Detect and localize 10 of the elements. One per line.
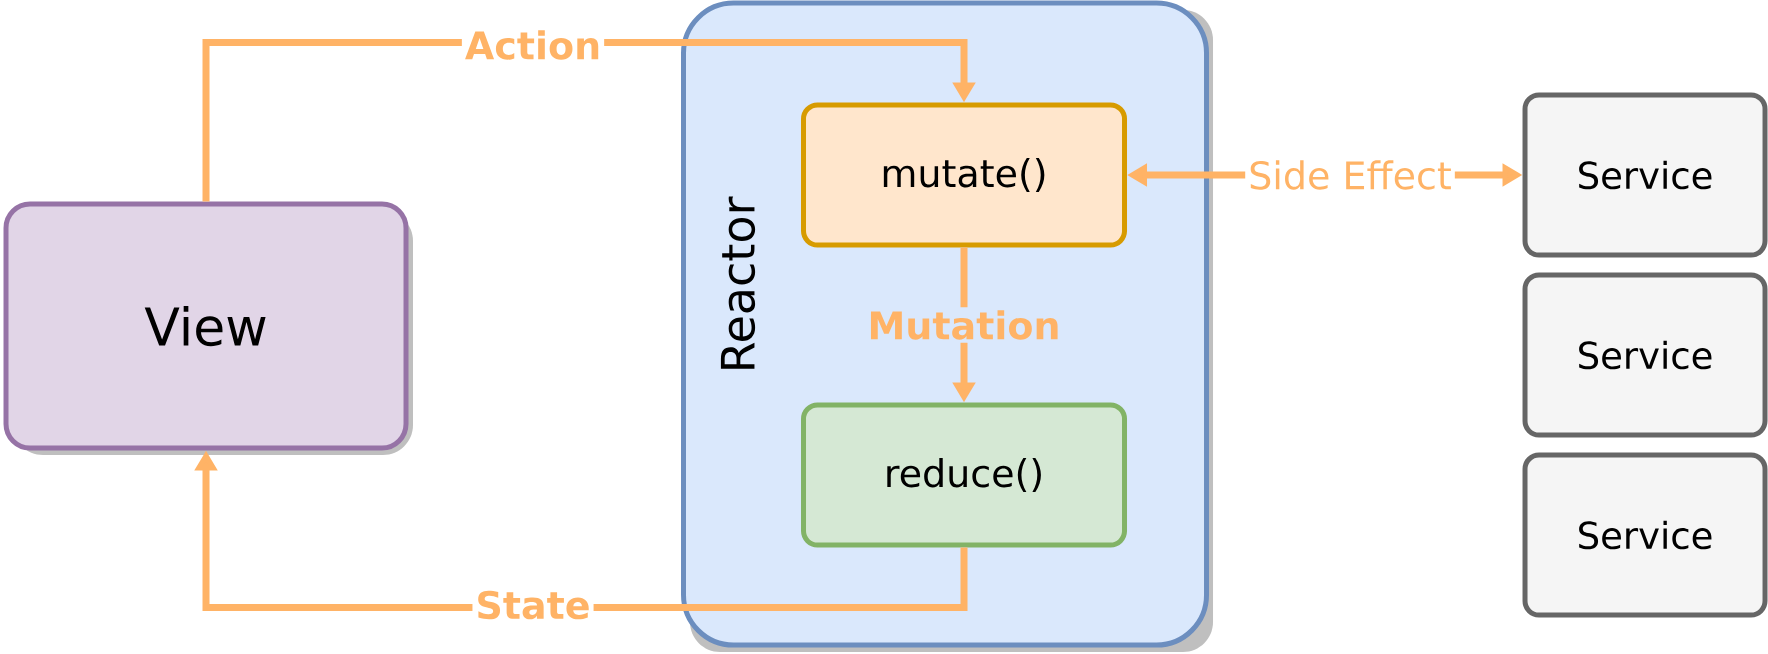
- service-box: Service: [1522, 92, 1768, 258]
- process-box: mutate(): [801, 102, 1127, 248]
- service-box: Service: [1522, 452, 1768, 618]
- edge-label: Action: [461, 27, 605, 63]
- edge-label: Mutation: [864, 307, 1064, 343]
- edge-label: State: [472, 587, 594, 623]
- edge-label: Side Effect: [1245, 157, 1455, 193]
- view-box: View: [3, 201, 413, 455]
- service-box: Service: [1522, 272, 1768, 438]
- process-box: reduce(): [801, 402, 1127, 548]
